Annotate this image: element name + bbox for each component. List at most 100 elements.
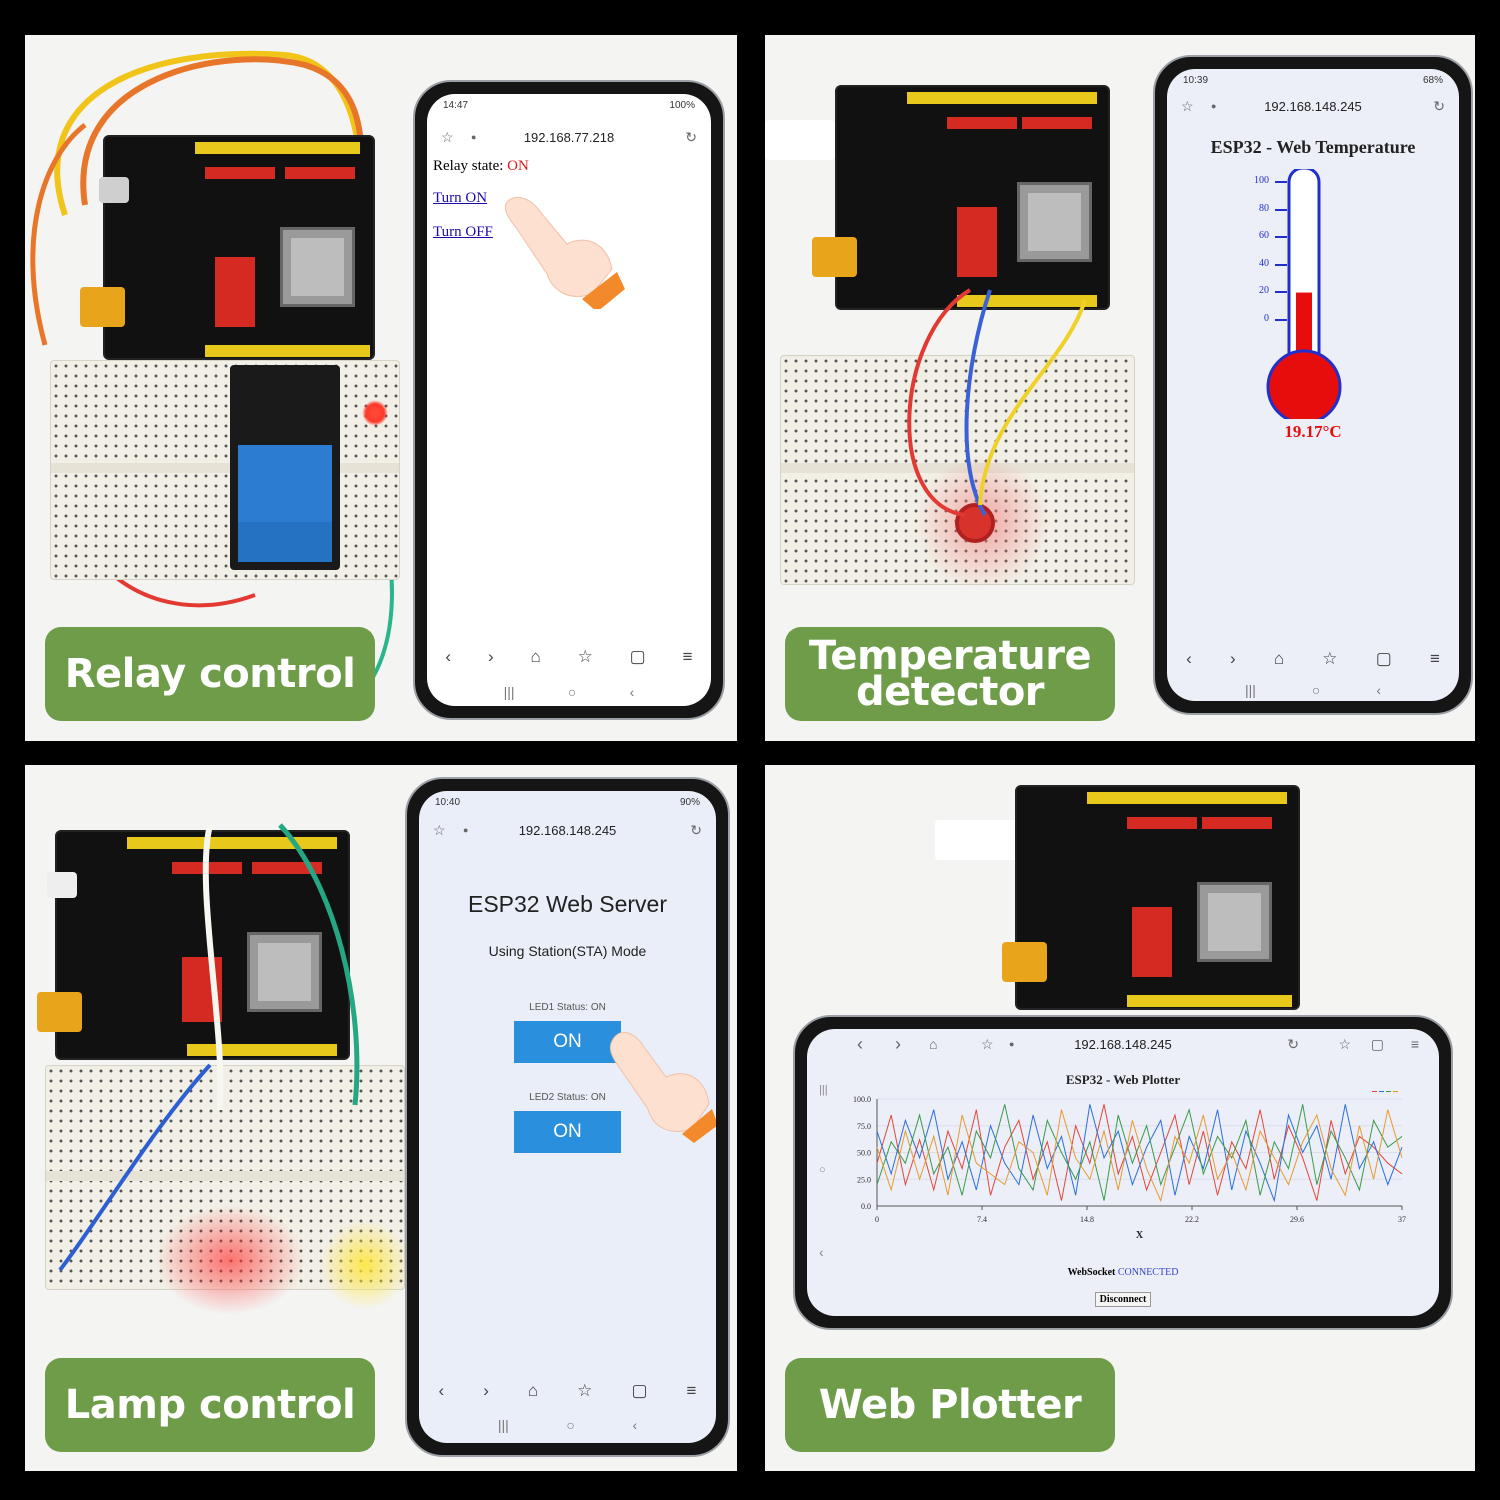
bookmarks-icon[interactable]: ☆ (1322, 649, 1338, 668)
system-nav-bar: ||| ○ ‹ (419, 1417, 716, 1433)
thermometer-graphic (1266, 166, 1342, 425)
address-bar[interactable]: ☆ ● 192.168.77.218 ↻ (427, 122, 711, 152)
turn-on-link[interactable]: Turn ON (433, 190, 488, 206)
system-home-icon[interactable]: ○ (819, 1164, 826, 1176)
usb-cable (765, 120, 835, 160)
y-tick-label: 75.0 (857, 1122, 871, 1131)
back-icon[interactable]: ‹ (857, 1033, 863, 1054)
page-title: ESP32 - Web Temperature (1210, 137, 1416, 157)
status-bar: 10:39 68% (1183, 75, 1443, 86)
home-icon[interactable]: ⌂ (527, 1381, 539, 1400)
esp32-board (812, 85, 1110, 310)
thermometer-tick (1275, 263, 1287, 266)
recents-icon[interactable]: ||| (1244, 682, 1256, 698)
led-glow (362, 400, 388, 426)
address-bar[interactable]: ‹ › ⌂ ☆ ● 192.168.148.245 ↻ ☆ ▢ ≡ (807, 1029, 1439, 1059)
url-text[interactable]: 192.168.148.245 (1264, 98, 1362, 114)
bookmarks-icon[interactable]: ☆ (1338, 1035, 1351, 1052)
browser-nav-bar: ‹ › ⌂ ☆ ▢ ≡ (427, 647, 711, 667)
site-info-icon[interactable]: ● (471, 132, 477, 142)
system-back-icon[interactable]: ‹ (1376, 682, 1381, 698)
label-text: Lamp control (64, 1382, 356, 1428)
bookmark-star-icon[interactable]: ☆ (1181, 97, 1194, 114)
status-battery: 68% (1422, 75, 1443, 86)
x-tick-label: 14.8 (1080, 1215, 1094, 1224)
forward-icon[interactable]: › (483, 1381, 489, 1400)
status-time: 10:39 (1183, 75, 1209, 86)
browser-nav-bar: ‹ › ⌂ ☆ ▢ ≡ (419, 1381, 716, 1401)
tabs-icon[interactable]: ▢ (1375, 649, 1392, 668)
recents-icon[interactable]: ||| (503, 684, 515, 700)
forward-icon[interactable]: › (487, 647, 494, 666)
esp32-board (80, 135, 375, 360)
turn-off-link[interactable]: Turn OFF (433, 224, 493, 240)
y-tick-label: 100.0 (853, 1095, 871, 1104)
home-icon[interactable]: ⌂ (530, 647, 541, 666)
back-icon[interactable]: ‹ (445, 647, 452, 666)
wires-art (58, 823, 360, 1272)
x-tick-label: 7.4 (977, 1215, 987, 1224)
address-bar[interactable]: ☆ ● 192.168.148.245 ↻ (1167, 91, 1459, 121)
led2-status: LED2 Status: ON (529, 1092, 606, 1103)
site-info-icon[interactable]: ● (463, 825, 469, 835)
thermometer-tick (1275, 236, 1287, 239)
reload-icon[interactable]: ↻ (1287, 1035, 1299, 1052)
phone-relay: 14:47 100% ☆ ● 192.168.77.218 ↻ Relay st… (413, 80, 725, 720)
led2-toggle-button[interactable]: ON (514, 1111, 621, 1153)
url-text[interactable]: 192.168.77.218 (523, 129, 615, 145)
menu-icon[interactable]: ≡ (682, 647, 693, 666)
forward-icon[interactable]: › (895, 1033, 901, 1054)
wires-art (907, 288, 1087, 517)
back-icon[interactable]: ‹ (438, 1381, 445, 1400)
bookmarks-icon[interactable]: ☆ (577, 1381, 593, 1400)
system-nav-bar: ||| ○ ‹ (427, 684, 711, 700)
pointing-hand-icon (504, 196, 625, 309)
bookmarks-icon[interactable]: ☆ (577, 647, 593, 666)
browser-nav-bar: ‹ › ⌂ ☆ ▢ ≡ (1167, 649, 1459, 669)
thermometer-tick (1275, 291, 1287, 294)
y-tick-label: 50.0 (857, 1149, 871, 1158)
series-line (876, 1104, 1403, 1203)
menu-icon[interactable]: ≡ (686, 1381, 697, 1400)
back-icon[interactable]: ‹ (1186, 649, 1192, 668)
panel-temperature: 10:39 68% ☆ ● 192.168.148.245 ↻ ESP32 - … (765, 35, 1475, 741)
forward-icon[interactable]: › (1229, 649, 1236, 668)
red-led-glow (155, 1205, 305, 1315)
system-home-icon[interactable]: ○ (567, 684, 577, 700)
disconnect-button[interactable]: Disconnect (1094, 1292, 1152, 1307)
url-text[interactable]: 192.168.148.245 (518, 822, 617, 838)
label-temperature-detector: Temperature detector (785, 627, 1115, 721)
label-text: Web Plotter (818, 1382, 1082, 1428)
system-home-icon[interactable]: ○ (566, 1417, 575, 1433)
system-home-icon[interactable]: ○ (1311, 682, 1321, 698)
bookmark-star-icon[interactable]: ☆ (981, 1035, 994, 1052)
tabs-icon[interactable]: ▢ (631, 1381, 648, 1400)
status-time: 10:40 (435, 797, 461, 808)
home-icon[interactable]: ⌂ (929, 1036, 938, 1052)
recents-icon[interactable]: ||| (497, 1417, 509, 1433)
reload-icon[interactable]: ↻ (685, 128, 697, 145)
reload-icon[interactable]: ↻ (1433, 97, 1445, 114)
system-back-icon[interactable]: ‹ (629, 684, 635, 700)
bookmark-star-icon[interactable]: ☆ (441, 128, 454, 145)
label-text-line1: Temperature (808, 633, 1092, 679)
recents-icon[interactable]: ||| (819, 1084, 828, 1096)
site-info-icon[interactable]: ● (1211, 101, 1217, 111)
usb-cable (935, 820, 1025, 860)
reload-icon[interactable]: ↻ (690, 821, 702, 838)
url-text[interactable]: 192.168.148.245 (1074, 1036, 1172, 1052)
home-icon[interactable]: ⌂ (1273, 649, 1285, 668)
plot-status: WebSocket CONNECTED (807, 1267, 1439, 1278)
tabs-icon[interactable]: ▢ (1370, 1035, 1384, 1052)
panel-lamp-control: 10:40 90% ☆ ● 192.168.148.245 ↻ ESP32 We… (25, 765, 737, 1471)
tabs-icon[interactable]: ▢ (629, 647, 646, 666)
site-info-icon[interactable]: ● (1009, 1039, 1015, 1049)
system-back-icon[interactable]: ‹ (819, 1244, 824, 1260)
address-bar[interactable]: ☆ ● 192.168.148.245 ↻ (419, 815, 716, 845)
menu-icon[interactable]: ≡ (1429, 649, 1440, 668)
label-text: Relay control (64, 651, 356, 697)
bookmark-star-icon[interactable]: ☆ (433, 821, 446, 838)
system-back-icon[interactable]: ‹ (632, 1417, 638, 1433)
menu-icon[interactable]: ≡ (1410, 1036, 1419, 1052)
led1-toggle-button[interactable]: ON (514, 1021, 621, 1063)
